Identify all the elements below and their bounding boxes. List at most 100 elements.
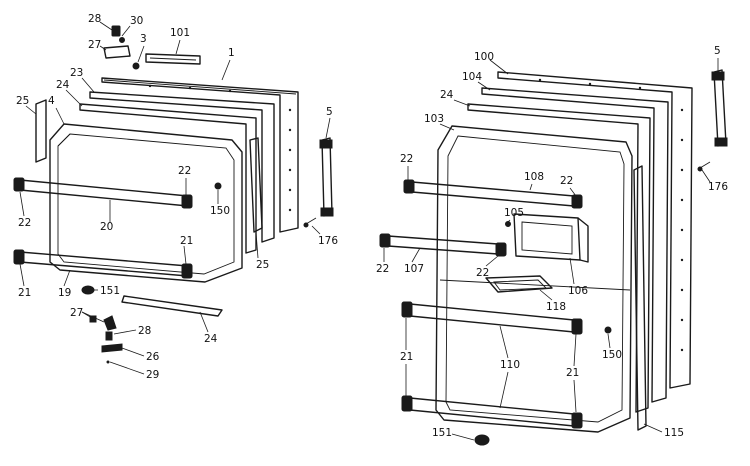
tray-118	[485, 275, 553, 293]
callout-150-left: 150	[210, 205, 230, 217]
handle-101	[145, 53, 201, 65]
callout-23: 23	[70, 67, 83, 79]
callout-19: 19	[58, 287, 71, 299]
shelf-cap-21-right-c	[401, 395, 413, 412]
shelf-cap-21-right-a	[401, 301, 413, 318]
hinge-pin-28-top	[111, 25, 121, 37]
callout-104: 104	[462, 71, 482, 83]
door-gasket-24-right	[467, 103, 651, 413]
callout-5-left: 5	[326, 106, 333, 118]
callout-28-top: 28	[88, 13, 101, 25]
callout-101: 101	[170, 27, 190, 39]
handle-5-left-cap-top	[319, 139, 333, 149]
hinge-27-top	[103, 45, 131, 59]
callout-106: 106	[568, 285, 588, 297]
callout-27-top: 27	[88, 39, 101, 51]
callout-20: 20	[100, 221, 113, 233]
screw-176-right	[697, 166, 703, 172]
callout-22-right-a: 22	[400, 153, 413, 165]
handle-5-right-cap-bottom	[714, 137, 728, 147]
shelf-cap-22-right-d	[495, 242, 507, 257]
shelf-cap-22-right-b	[571, 194, 583, 209]
inner-liner-inner-edge	[57, 133, 235, 275]
shelf-bar-110-lower	[409, 397, 575, 427]
callout-labels: 28 30 27 3 101 1 23 24 25 4 22 20 22 150…	[16, 13, 728, 439]
callout-118: 118	[546, 301, 566, 313]
hinge-bracket-27-bottom	[89, 315, 97, 323]
leader-lines	[19, 21, 719, 441]
shelf-bar-108	[411, 181, 575, 207]
stud-150-right	[604, 326, 612, 334]
outer-door-holes-100	[538, 78, 684, 352]
side-strip-25-right	[249, 137, 263, 233]
door-frame-23	[89, 91, 275, 243]
plug-151-right	[474, 434, 490, 446]
callout-24-bottom: 24	[204, 333, 218, 345]
callout-22-left-outer: 22	[18, 217, 31, 229]
callout-110: 110	[500, 359, 520, 371]
callout-151-left: 151	[100, 285, 120, 297]
hinge-screw-29	[106, 360, 110, 364]
side-strip-115	[633, 165, 647, 431]
callout-4: 4	[48, 95, 55, 107]
shelf-end-cap-21-left	[13, 249, 25, 265]
callout-1: 1	[228, 47, 235, 59]
callout-108: 108	[524, 171, 544, 183]
door-gasket-24	[79, 103, 257, 254]
freezer-door-assembly	[13, 25, 334, 364]
outer-door-panel-100	[497, 71, 693, 389]
shelf-bar-20	[19, 179, 189, 207]
callout-103: 103	[424, 113, 444, 125]
shelf-end-cap-22-left	[13, 177, 25, 192]
callout-176-left: 176	[318, 235, 338, 247]
callout-26: 26	[146, 351, 160, 363]
callout-29: 29	[146, 369, 159, 381]
screw-3	[132, 62, 140, 70]
inner-liner-4	[49, 123, 243, 283]
callout-24-top: 24	[56, 79, 70, 91]
callout-21-right-a: 21	[400, 351, 413, 363]
door-frame-104	[481, 87, 669, 403]
inner-liner-103-edge	[445, 135, 625, 423]
shelf-cap-21-right-b	[571, 318, 583, 335]
side-strip-25-left	[35, 99, 47, 163]
inner-liner-103	[435, 125, 633, 433]
callout-21-left-inner: 21	[180, 235, 193, 247]
callout-115: 115	[664, 427, 684, 439]
callout-25-left: 25	[16, 95, 29, 107]
callout-100: 100	[474, 51, 494, 63]
callout-105: 105	[504, 207, 524, 219]
shelf-end-cap-22-right	[181, 194, 193, 209]
shelf-bar-107	[387, 235, 499, 255]
handle-5-left	[321, 137, 333, 217]
outer-door-holes-1	[148, 84, 292, 212]
plug-151-left	[81, 285, 95, 295]
screw-176-left	[303, 222, 309, 228]
callout-5-right: 5	[714, 45, 721, 57]
gasket-bar-24-lower	[121, 295, 223, 317]
dairy-compartment-106	[513, 213, 581, 261]
callout-30: 30	[130, 15, 143, 27]
callout-151-right: 151	[432, 427, 452, 439]
callout-25-right: 25	[256, 259, 269, 271]
handle-5-left-cap-bottom	[320, 207, 334, 217]
handle-5-right	[713, 69, 727, 147]
stud-150-left	[214, 182, 222, 190]
hinge-plate-26	[101, 343, 123, 353]
hinge-screw-30	[119, 37, 125, 43]
outer-door-edge-1	[103, 79, 297, 95]
callout-22-right-c: 22	[376, 263, 389, 275]
shelf-cap-22-right-a	[403, 179, 415, 194]
callout-22-right-d: 22	[476, 267, 489, 279]
hinge-27-bottom	[103, 315, 117, 331]
fresh-food-door-assembly	[379, 69, 728, 446]
shelf-end-cap-21-right	[181, 263, 193, 279]
outer-door-panel-1	[101, 77, 299, 233]
clip-105	[505, 221, 511, 227]
callout-28-bottom: 28	[138, 325, 151, 337]
callout-21-right-b: 21	[566, 367, 579, 379]
shelf-cap-22-right-c	[379, 233, 391, 248]
shelf-bar-19	[19, 251, 189, 277]
